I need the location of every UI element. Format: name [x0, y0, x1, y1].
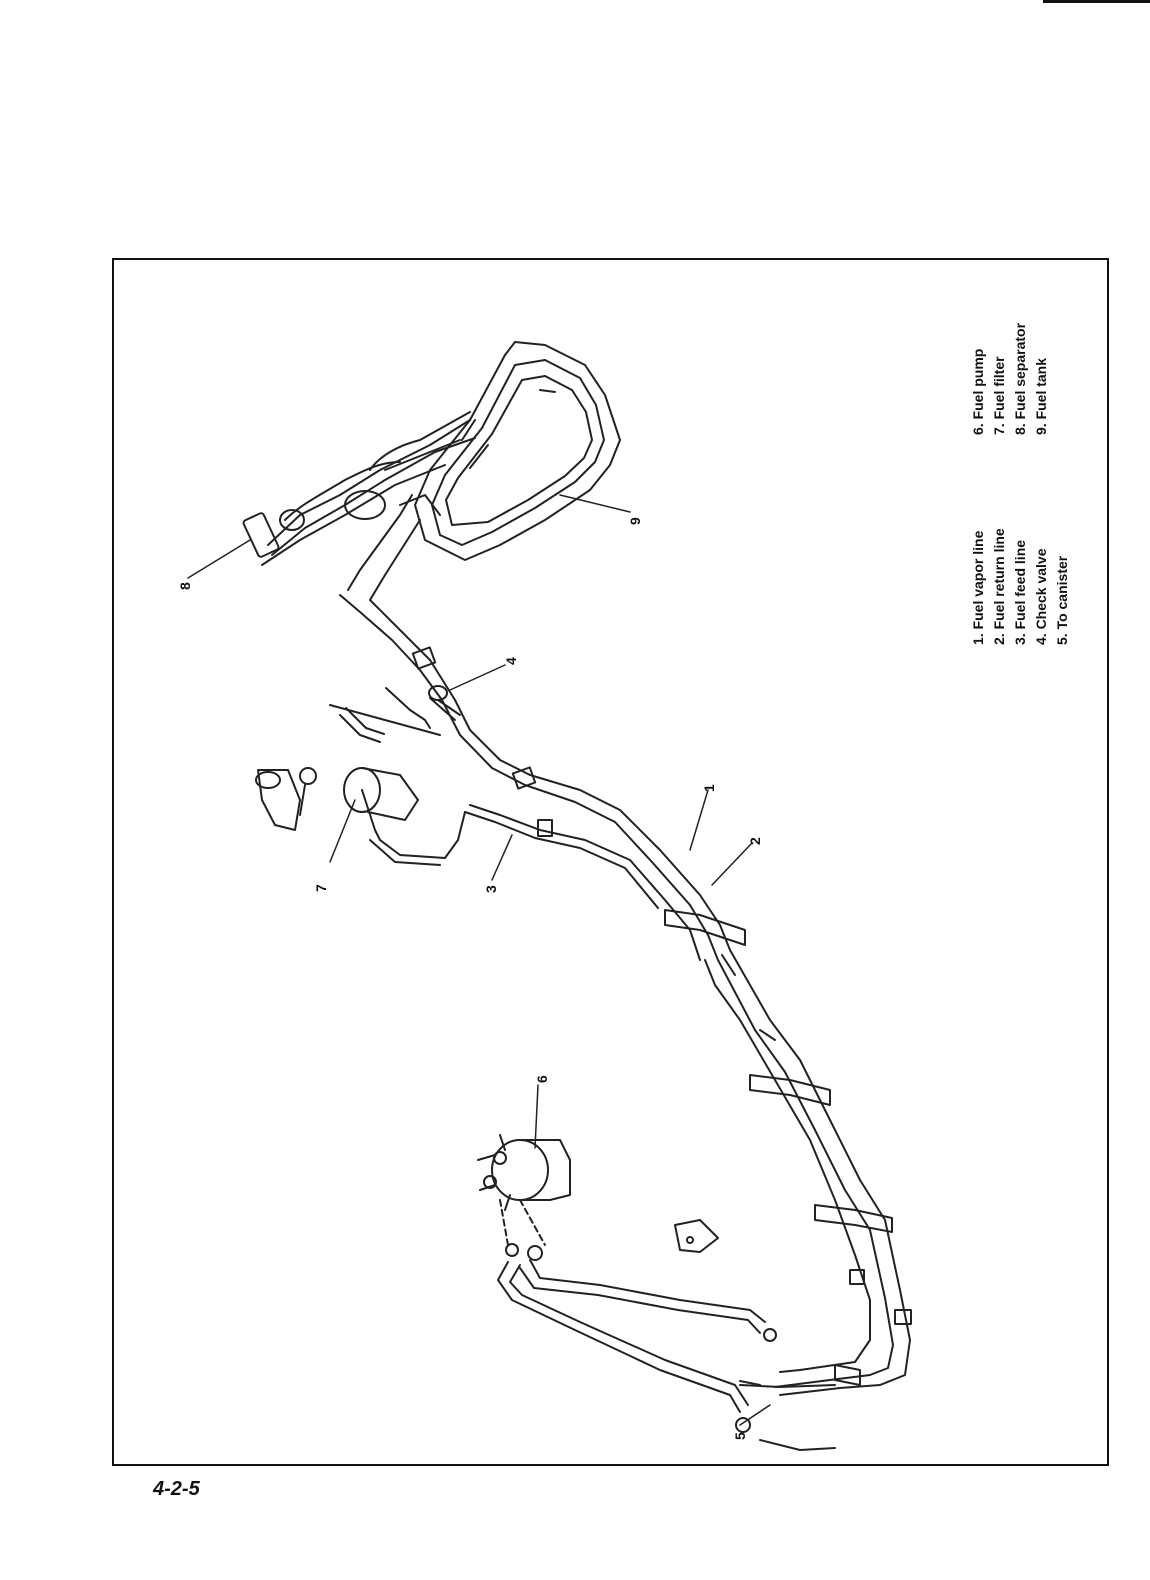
- fuel-pump: [478, 1135, 570, 1260]
- legend-item-9: 9. Fuel tank: [1031, 323, 1052, 435]
- fuel-filter: [256, 768, 465, 865]
- legend-lines: 1. Fuel vapor line 2. Fuel return line 3…: [968, 528, 1073, 645]
- legend-item-3: 3. Fuel feed line: [1010, 528, 1031, 645]
- legend-item-6: 6. Fuel pump: [968, 323, 989, 435]
- page-number: 4-2-5: [153, 1478, 200, 1501]
- legend-item-8: 8. Fuel separator: [1010, 323, 1031, 435]
- callout-8: 8: [177, 582, 193, 590]
- fuel-vapor-return-lines: [340, 495, 910, 1395]
- callout-4: 4: [503, 657, 519, 665]
- callout-5: 5: [732, 1432, 748, 1440]
- fuel-tank: [415, 342, 620, 560]
- pump-hoses: [498, 1260, 835, 1450]
- callout-6: 6: [534, 1075, 550, 1083]
- mounting-bracket: [675, 1220, 718, 1252]
- legend-item-7: 7. Fuel filter: [989, 323, 1010, 435]
- leader-lines: [188, 495, 770, 1425]
- hose-elbow: [330, 688, 440, 742]
- callout-numbers: 8 9 4 1 2 3 7 6 5: [177, 517, 763, 1440]
- callout-9: 9: [627, 517, 643, 525]
- legend-item-5: 5. To canister: [1052, 528, 1073, 645]
- callout-1: 1: [701, 784, 717, 792]
- legend-components: 6. Fuel pump 7. Fuel filter 8. Fuel sepa…: [968, 323, 1052, 435]
- callout-7: 7: [313, 884, 329, 892]
- legend-item-4: 4. Check valve: [1031, 528, 1052, 645]
- fuel-feed-line: [465, 805, 700, 960]
- callout-3: 3: [483, 885, 499, 893]
- legend-item-2: 2. Fuel return line: [989, 528, 1010, 645]
- legend-item-1: 1. Fuel vapor line: [968, 528, 989, 645]
- callout-2: 2: [747, 837, 763, 845]
- line-brackets: [413, 647, 911, 1385]
